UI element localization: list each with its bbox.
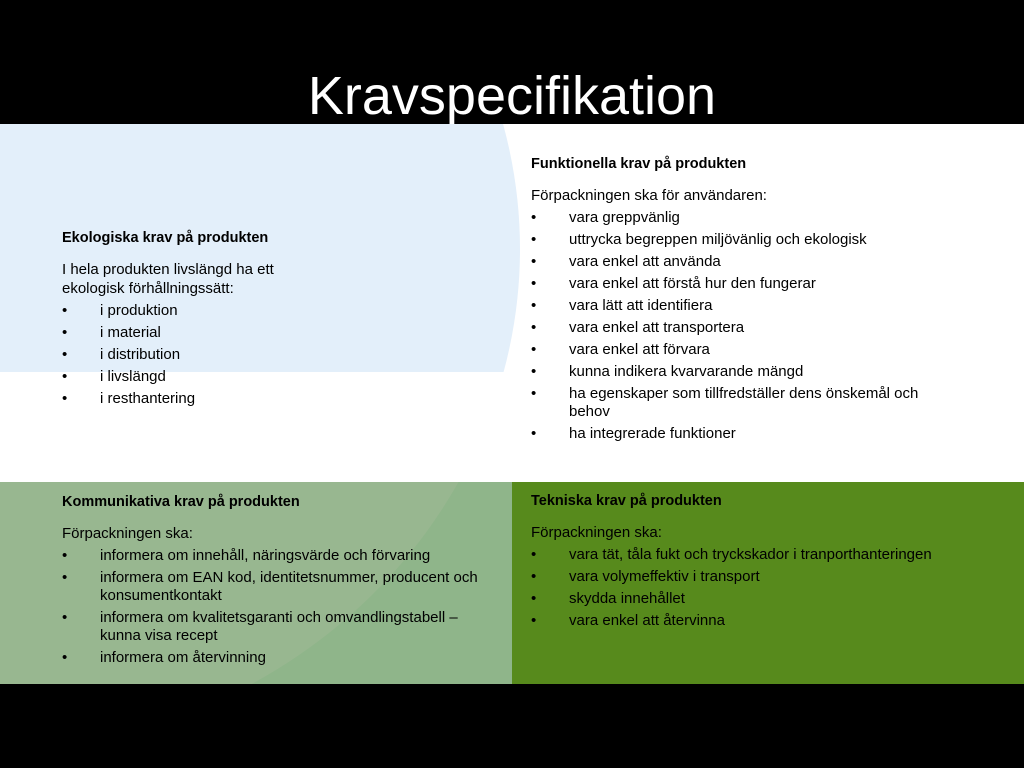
bullet-icon: • — [531, 363, 537, 380]
bullet-icon: • — [62, 609, 68, 626]
list-item: • vara tät, tåla fukt och tryckskador i t… — [531, 546, 971, 564]
functional-list: • vara greppvänlig • uttrycka begreppen mil… — [531, 209, 951, 443]
ecological-intro: I hela produkten livslängd ha ett ekolog… — [62, 261, 274, 297]
list-item-text: kunna indikera kvarvarande mängd — [569, 363, 804, 380]
bullet-icon: • — [531, 612, 537, 629]
list-item-text: informera om EAN kod, identitetsnummer, … — [100, 569, 478, 604]
bullet-icon: • — [62, 390, 68, 407]
list-item-text: ha egenskaper som tillfredställer dens ö… — [569, 385, 919, 420]
bullet-icon: • — [531, 568, 537, 585]
bottom-right-background — [512, 482, 1024, 684]
list-item-text: vara enkel att använda — [569, 253, 721, 270]
list-item: • i resthantering — [62, 390, 322, 408]
circle-top-shape — [0, 124, 520, 372]
list-item: • informera om återvinning — [62, 649, 502, 667]
bullet-icon: • — [531, 385, 537, 402]
list-item-text: i material — [100, 324, 161, 341]
list-item-text: vara enkel att förstå hur den fungerar — [569, 275, 816, 292]
ecological-requirements: Ekologiska krav på produkten I hela prod… — [62, 228, 322, 412]
communicative-requirements: Kommunikativa krav på produkten Förpackn… — [62, 492, 502, 671]
list-item-text: i distribution — [100, 346, 181, 363]
bullet-icon: • — [62, 569, 68, 586]
ecological-heading: Ekologiska krav på produkten — [62, 230, 269, 246]
bullet-icon: • — [531, 425, 537, 442]
list-item: • i livslängd — [62, 368, 322, 386]
bullet-icon: • — [531, 231, 537, 248]
bottom-bar — [0, 684, 1024, 768]
technical-heading: Tekniska krav på produkten — [531, 493, 722, 509]
list-item-text: vara tät, tåla fukt och tryckskador i tr… — [569, 546, 932, 563]
content-area — [0, 124, 1024, 684]
list-item: • vara enkel att transportera — [531, 319, 951, 337]
list-item: • vara enkel att använda — [531, 253, 951, 271]
ecological-list: •i produktion•i material•i distribution•… — [62, 302, 322, 408]
list-item: • vara volymeffektiv i transport — [531, 568, 971, 586]
list-item-text: informera om kvalitetsgaranti och omvand… — [100, 609, 458, 644]
list-item-text: i livslängd — [100, 368, 166, 385]
list-item: • ha egenskaper som tillfredställer dens … — [531, 385, 951, 421]
list-item-text: vara volymeffektiv i transport — [569, 568, 760, 585]
list-item: • i distribution — [62, 346, 322, 364]
list-item: • informera om EAN kod, identitetsnummer,… — [62, 569, 502, 605]
list-item-text: vara enkel att transportera — [569, 319, 745, 336]
list-item-text: i resthantering — [100, 390, 196, 407]
bullet-icon: • — [531, 546, 537, 563]
list-item: • skydda innehållet — [531, 590, 971, 608]
bullet-icon: • — [531, 253, 537, 270]
list-item-text: vara greppvänlig — [569, 209, 680, 226]
list-item: • i material — [62, 324, 322, 342]
list-item: • informera om kvalitetsgaranti och omvan… — [62, 609, 502, 645]
slide-title: Kravspecifikation — [307, 66, 717, 126]
functional-heading: Funktionella krav på produkten — [531, 156, 747, 172]
list-item-text: uttrycka begreppen miljövänlig och ekolo… — [569, 231, 867, 248]
list-item: • vara lätt att identifiera — [531, 297, 951, 315]
list-item: • ha integrerade funktioner — [531, 425, 951, 443]
communicative-list: • informera om innehåll, näringsvärde och… — [62, 547, 502, 667]
list-item-text: vara lätt att identifiera — [569, 297, 713, 314]
bullet-icon: • — [62, 346, 68, 363]
list-item: • i produktion — [62, 302, 322, 320]
list-item-text: informera om innehåll, näringsvärde och … — [100, 547, 431, 564]
list-item-text: vara enkel att förvara — [569, 341, 710, 358]
bullet-icon: • — [531, 590, 537, 607]
list-item: • uttrycka begreppen miljövänlig och ekol… — [531, 231, 951, 249]
list-item: • informera om innehåll, näringsvärde och… — [62, 547, 502, 565]
bullet-icon: • — [62, 368, 68, 385]
list-item: • vara enkel att förstå hur den fungerar — [531, 275, 951, 293]
functional-requirements: Funktionella krav på produkten Förpackni… — [531, 154, 951, 447]
bullet-icon: • — [62, 547, 68, 564]
list-item: • vara greppvänlig — [531, 209, 951, 227]
communicative-heading: Kommunikativa krav på produkten — [62, 494, 300, 510]
list-item-text: i produktion — [100, 302, 178, 319]
title-bar: Kravspecifikation — [0, 0, 1024, 126]
bullet-icon: • — [531, 275, 537, 292]
list-item-text: vara enkel att återvinna — [569, 612, 725, 629]
list-item: • kunna indikera kvarvarande mängd — [531, 363, 951, 381]
technical-requirements: Tekniska krav på produkten Förpackningen… — [531, 491, 971, 634]
bullet-icon: • — [531, 209, 537, 226]
list-item-text: ha integrerade funktioner — [569, 425, 736, 442]
bullet-icon: • — [62, 324, 68, 341]
technical-list: • vara tät, tåla fukt och tryckskador i t… — [531, 546, 971, 630]
list-item-text: skydda innehållet — [569, 590, 685, 607]
list-item-text: informera om återvinning — [100, 649, 266, 666]
communicative-intro: Förpackningen ska: — [62, 525, 193, 542]
functional-intro: Förpackningen ska för användaren: — [531, 187, 767, 204]
bullet-icon: • — [62, 649, 68, 666]
list-item: • vara enkel att förvara — [531, 341, 951, 359]
list-item: • vara enkel att återvinna — [531, 612, 971, 630]
technical-intro: Förpackningen ska: — [531, 524, 662, 541]
bullet-icon: • — [62, 302, 68, 319]
bullet-icon: • — [531, 319, 537, 336]
bullet-icon: • — [531, 297, 537, 314]
bullet-icon: • — [531, 341, 537, 358]
